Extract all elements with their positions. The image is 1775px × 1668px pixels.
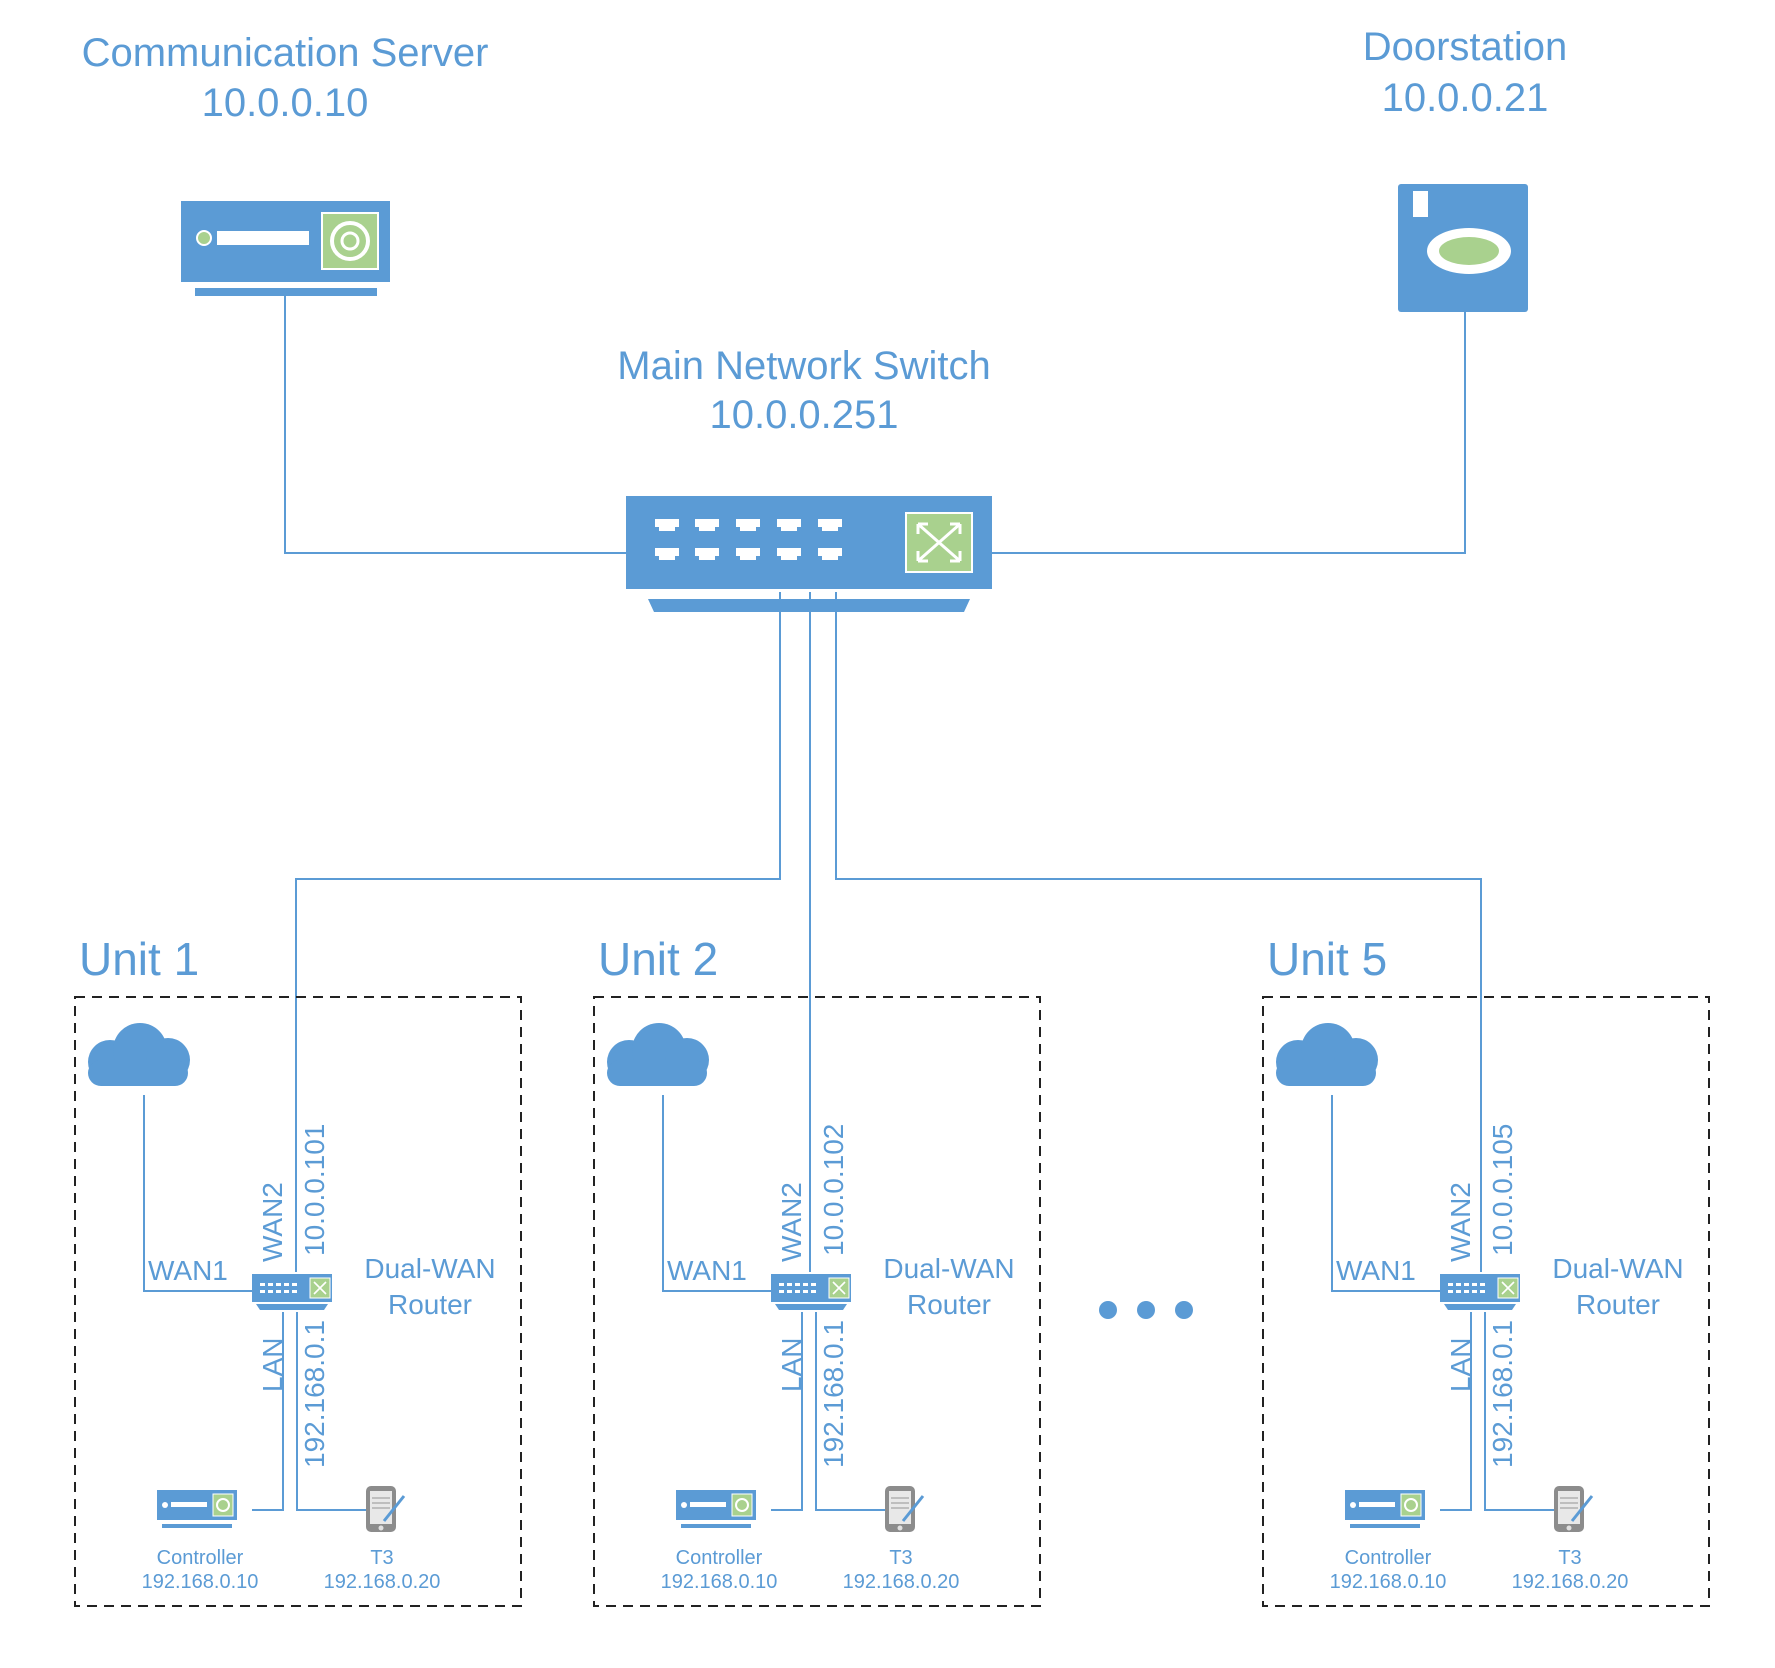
- controller-icon: [156, 1489, 238, 1529]
- router-name-line2: Router: [388, 1289, 472, 1320]
- unit-1-block: Unit 1 WAN1 Dual-WAN Router WAN2 10.0.0.101LA…: [74, 933, 522, 1607]
- router-name-line2: Router: [907, 1289, 991, 1320]
- wan2-label: WAN2: [776, 1182, 807, 1262]
- lan-label: LAN: [776, 1338, 807, 1392]
- units-layer: Unit 1 WAN1 Dual-WAN Router WAN2 10.0.0.101LA…: [74, 933, 1710, 1607]
- t3-icon: [364, 1484, 406, 1534]
- router-name-line1: Dual-WAN: [364, 1253, 495, 1284]
- lan-ip-label: 192.168.0.1: [299, 1320, 330, 1468]
- wan1-wire: [143, 1095, 252, 1292]
- router-icon: [251, 1273, 333, 1311]
- cloud-icon: [607, 1023, 709, 1086]
- router-icon: [1439, 1273, 1521, 1311]
- doorstation-ip: 10.0.0.21: [1382, 76, 1549, 120]
- unit-border: [593, 996, 1041, 1607]
- wan1-wire: [662, 1095, 771, 1292]
- lan-ip-label: 192.168.0.1: [1487, 1320, 1518, 1468]
- router-name-line1: Dual-WAN: [1552, 1253, 1683, 1284]
- controller-name: Controller: [1345, 1547, 1432, 1569]
- wan1-label: WAN1: [148, 1255, 228, 1286]
- server-icon: [181, 201, 390, 296]
- unit-3-block: Unit 5 WAN1 Dual-WAN Router WAN2 10.0.0.105LA…: [1262, 933, 1710, 1607]
- wan-ip-label: 10.0.0.102: [818, 1124, 849, 1256]
- t3-ip: 192.168.0.20: [324, 1571, 441, 1593]
- controller-ip: 192.168.0.10: [142, 1571, 259, 1593]
- lan-controller-wire: [771, 1312, 803, 1511]
- controller-ip: 192.168.0.10: [1330, 1571, 1447, 1593]
- unit-title: Unit 2: [598, 933, 718, 985]
- wan1-label: WAN1: [1336, 1255, 1416, 1286]
- unit-title: Unit 1: [79, 933, 199, 985]
- switch-name: Main Network Switch: [617, 344, 990, 388]
- t3-name: T3: [1558, 1547, 1581, 1569]
- cloud-icon: [1276, 1023, 1378, 1086]
- router-name-line2: Router: [1576, 1289, 1660, 1320]
- lan-t3-wire: [815, 1312, 885, 1511]
- lan-label: LAN: [1445, 1338, 1476, 1392]
- t3-name: T3: [370, 1547, 393, 1569]
- ellipsis-icon: [1099, 1301, 1193, 1319]
- controller-icon: [1344, 1489, 1426, 1529]
- cloud-icon: [88, 1023, 190, 1086]
- unit-title: Unit 5: [1267, 933, 1387, 985]
- unit-2-block: Unit 2 WAN1 Dual-WAN Router WAN2 10.0.0.102LA…: [593, 933, 1041, 1607]
- server-ip: 10.0.0.10: [202, 81, 369, 125]
- wan-ip-label: 10.0.0.101: [299, 1124, 330, 1256]
- unit-border: [1262, 996, 1710, 1607]
- doorstation-name: Doorstation: [1363, 25, 1568, 69]
- lan-t3-wire: [296, 1312, 366, 1511]
- wan-ip-label: 10.0.0.105: [1487, 1124, 1518, 1256]
- top-wires: [284, 296, 1466, 554]
- lan-label: LAN: [257, 1338, 288, 1392]
- t3-ip: 192.168.0.20: [843, 1571, 960, 1593]
- wan2-label: WAN2: [257, 1182, 288, 1262]
- wan1-label: WAN1: [667, 1255, 747, 1286]
- doorstation-icon: [1398, 184, 1528, 312]
- router-icon: [770, 1273, 852, 1311]
- controller-name: Controller: [157, 1547, 244, 1569]
- lan-controller-wire: [1440, 1312, 1472, 1511]
- wan1-wire: [1331, 1095, 1440, 1292]
- lan-t3-wire: [1484, 1312, 1554, 1511]
- lan-ip-label: 192.168.0.1: [818, 1320, 849, 1468]
- unit-wires: [295, 592, 1482, 1272]
- controller-ip: 192.168.0.10: [661, 1571, 778, 1593]
- lan-controller-wire: [252, 1312, 284, 1511]
- controller-name: Controller: [676, 1547, 763, 1569]
- t3-icon: [883, 1484, 925, 1534]
- t3-name: T3: [889, 1547, 912, 1569]
- server-name: Communication Server: [82, 31, 489, 75]
- t3-ip: 192.168.0.20: [1512, 1571, 1629, 1593]
- t3-icon: [1552, 1484, 1594, 1534]
- wan2-label: WAN2: [1445, 1182, 1476, 1262]
- router-name-line1: Dual-WAN: [883, 1253, 1014, 1284]
- switch-ip: 10.0.0.251: [709, 393, 898, 437]
- network-switch-icon: [626, 496, 992, 612]
- controller-icon: [675, 1489, 757, 1529]
- unit-border: [74, 996, 522, 1607]
